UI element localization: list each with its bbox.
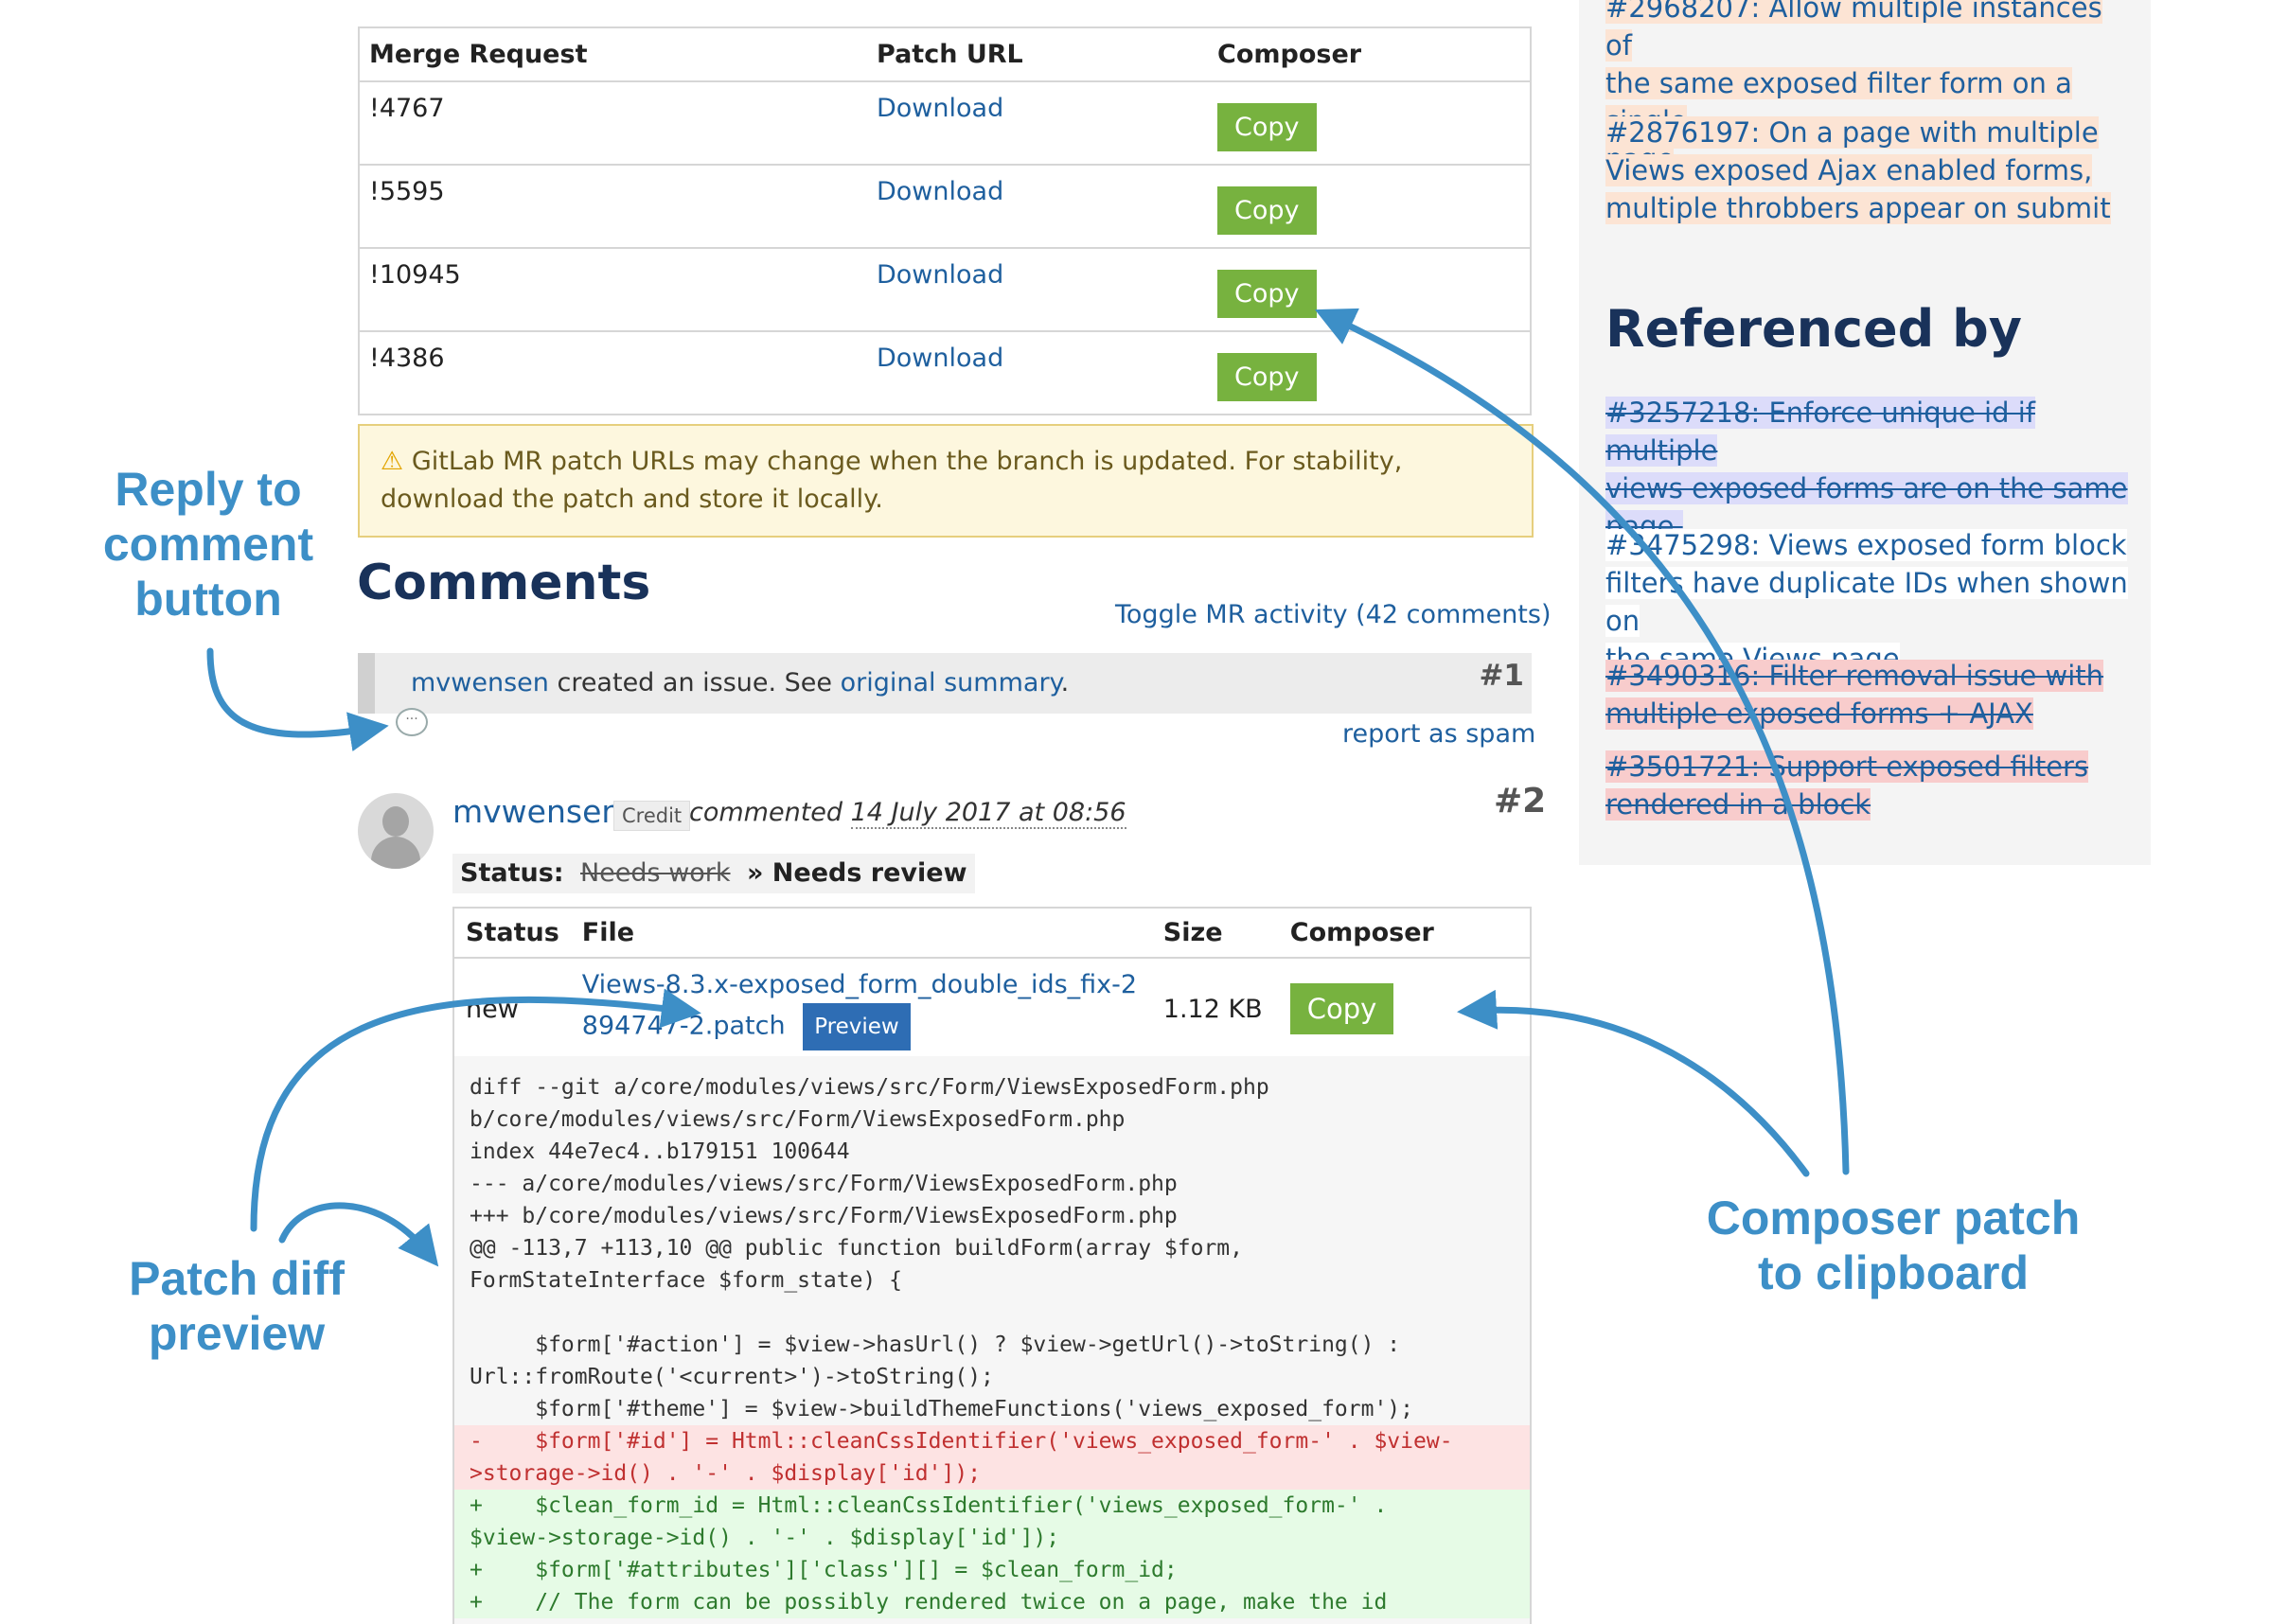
status-change: Status: Needs work » Needs review — [452, 854, 975, 893]
comment-1-text-a: created an issue. See — [548, 668, 841, 697]
patch-diff-preview: diff --git a/core/modules/views/src/Form… — [452, 1056, 1532, 1624]
comment-1-text: mvwensen created an issue. See original … — [411, 668, 1069, 697]
annotation-line: Composer patch — [1706, 1192, 2081, 1244]
diff-line: $form['#action'] = $view->hasUrl() ? $vi… — [470, 1333, 1401, 1357]
diff-line: - $form['#id'] = Html::cleanCssIdentifie… — [454, 1425, 1530, 1457]
table-row: !5595 Download Copy — [359, 164, 1531, 248]
diff-line: diff --git a/core/modules/views/src/Form… — [470, 1075, 1269, 1100]
copy-button[interactable]: Copy — [1217, 103, 1317, 151]
diff-line: $form['#theme'] = $view->buildThemeFunct… — [470, 1397, 1413, 1421]
copy-button[interactable]: Copy — [1217, 353, 1317, 401]
commented-label: commented — [689, 798, 843, 827]
warning-text: GitLab MR patch URLs may change when the… — [381, 447, 1403, 514]
file-header: File — [581, 918, 635, 947]
mr-number: !4386 — [359, 330, 867, 415]
download-link[interactable]: Download — [877, 177, 1004, 206]
diff-arrow — [278, 1202, 439, 1267]
patch-url-header: Patch URL — [877, 40, 1023, 69]
patch-url-warning: ⚠ GitLab MR patch URLs may change when t… — [358, 424, 1534, 538]
file-status: new — [453, 957, 571, 1060]
warning-icon: ⚠ — [381, 447, 404, 476]
comments-title: Comments — [357, 555, 651, 611]
annotation-line: Patch diff — [129, 1252, 345, 1305]
diff-line: FormStateInterface $form_state) { — [470, 1268, 902, 1293]
diff-line: $view->storage->id() . '-' . $display['i… — [454, 1522, 1530, 1554]
referenced-issue-line: views exposed forms are on the same — [1605, 472, 2128, 504]
related-issue-line: #2876197: On a page with multiple — [1605, 116, 2099, 149]
referenced-issue-line: #3475298: Views exposed form block — [1605, 529, 2127, 561]
original-summary-link[interactable]: original summary — [840, 668, 1061, 697]
diff-line: +++ b/core/modules/views/src/Form/ViewsE… — [470, 1204, 1178, 1228]
referenced-issue-line: multiple exposed forms + AJAX — [1605, 697, 2033, 730]
merge-request-table: Merge Request Patch URL Composer !4767 D… — [358, 26, 1532, 415]
referenced-issue-line: #3501721: Support exposed filters — [1605, 750, 2089, 783]
related-issue-line: multiple throbbers appear on submit — [1605, 192, 2111, 224]
reply-arrow — [206, 647, 389, 751]
diff-line: @@ -113,7 +113,10 @@ public function bui… — [470, 1236, 1243, 1261]
referenced-issue-line: #3490316: Filter removal issue with — [1605, 660, 2104, 692]
referenced-by-title: Referenced by — [1605, 299, 2022, 359]
mr-header: Merge Request — [369, 40, 588, 69]
composer-annotation: Composer patch to clipboard — [1685, 1191, 2102, 1300]
diff-line: >storage->id() . '-' . $display['id']); — [454, 1457, 1530, 1490]
comment-2-number[interactable]: #2 — [1494, 782, 1547, 821]
download-link[interactable]: Download — [877, 344, 1004, 373]
referenced-issue[interactable]: #3257218: Enforce unique id if multiple … — [1605, 394, 2136, 545]
avatar[interactable] — [358, 793, 434, 869]
status-new: » Needs review — [746, 858, 967, 888]
file-status-header: Status — [466, 918, 559, 947]
copy-button[interactable]: Copy — [1217, 270, 1317, 318]
comment-1: mvwensen created an issue. See original … — [358, 653, 1532, 714]
table-row: !10945 Download Copy — [359, 247, 1531, 331]
diff-line: + $clean_form_id = Html::cleanCssIdentif… — [454, 1490, 1530, 1522]
annotation-line: to clipboard — [1757, 1246, 2030, 1299]
composer-copy-arrow — [1457, 989, 1810, 1177]
diff-line: b/core/modules/views/src/Form/ViewsExpos… — [470, 1107, 1126, 1132]
referenced-issue-line: rendered in a block — [1605, 788, 1871, 821]
comment-2-meta: commented 14 July 2017 at 08:56 — [689, 798, 1126, 829]
annotation-line: comment — [102, 518, 314, 571]
referenced-issue[interactable]: #3490316: Filter removal issue with mult… — [1605, 657, 2136, 733]
patch-annotation: Patch diff preview — [95, 1251, 379, 1361]
report-spam-link[interactable]: report as spam — [1342, 719, 1536, 749]
diff-line: + $form['#attributes']['class'][] = $cle… — [454, 1554, 1530, 1586]
reply-comment-icon[interactable]: ··· — [396, 708, 428, 736]
status-old: Needs work — [579, 858, 731, 888]
comment-2-author[interactable]: mvwensen — [452, 793, 622, 830]
table-row: !4767 Download Copy — [359, 80, 1531, 165]
file-composer-header: Composer — [1289, 918, 1434, 947]
annotation-line: Reply to — [115, 463, 302, 516]
comment-1-number: #1 — [1479, 659, 1524, 693]
diff-line: --- a/core/modules/views/src/Form/ViewsE… — [470, 1172, 1178, 1196]
preview-arrow — [250, 988, 701, 1232]
comment-1-author[interactable]: mvwensen — [411, 668, 549, 697]
diff-line: index 44e7ec4..b179151 100644 — [470, 1139, 850, 1164]
annotation-line: preview — [148, 1307, 326, 1360]
credit-badge: Credit — [613, 801, 691, 831]
related-issue-line: Views exposed Ajax enabled forms, — [1605, 154, 2093, 186]
comment-1-text-b: . — [1060, 668, 1070, 697]
related-issue[interactable]: #2876197: On a page with multiple Views … — [1605, 114, 2136, 227]
referenced-issue[interactable]: #3501721: Support exposed filters render… — [1605, 748, 2136, 823]
reply-annotation: Reply to comment button — [85, 462, 331, 627]
annotation-line: button — [134, 573, 282, 626]
composer-copy-button[interactable]: Copy — [1289, 983, 1394, 1034]
mr-number: !5595 — [359, 164, 867, 248]
diff-line: Url::fromRoute('<current>')->toString(); — [470, 1365, 994, 1389]
mr-copy-arrow — [1314, 308, 1850, 1175]
mr-number: !10945 — [359, 247, 867, 331]
mr-number: !4767 — [359, 80, 867, 165]
toggle-mr-activity-link[interactable]: Toggle MR activity (42 comments) — [1115, 600, 1552, 629]
preview-button[interactable]: Preview — [803, 1003, 911, 1050]
comment-2-date: 14 July 2017 at 08:56 — [850, 798, 1126, 829]
copy-button[interactable]: Copy — [1217, 186, 1317, 235]
size-header: Size — [1162, 918, 1223, 947]
download-link[interactable]: Download — [877, 260, 1004, 290]
download-link[interactable]: Download — [877, 94, 1004, 123]
composer-header: Composer — [1217, 40, 1362, 69]
file-size: 1.12 KB — [1151, 957, 1279, 1060]
table-row: !4386 Download Copy — [359, 330, 1531, 415]
status-label: Status: — [460, 858, 564, 888]
